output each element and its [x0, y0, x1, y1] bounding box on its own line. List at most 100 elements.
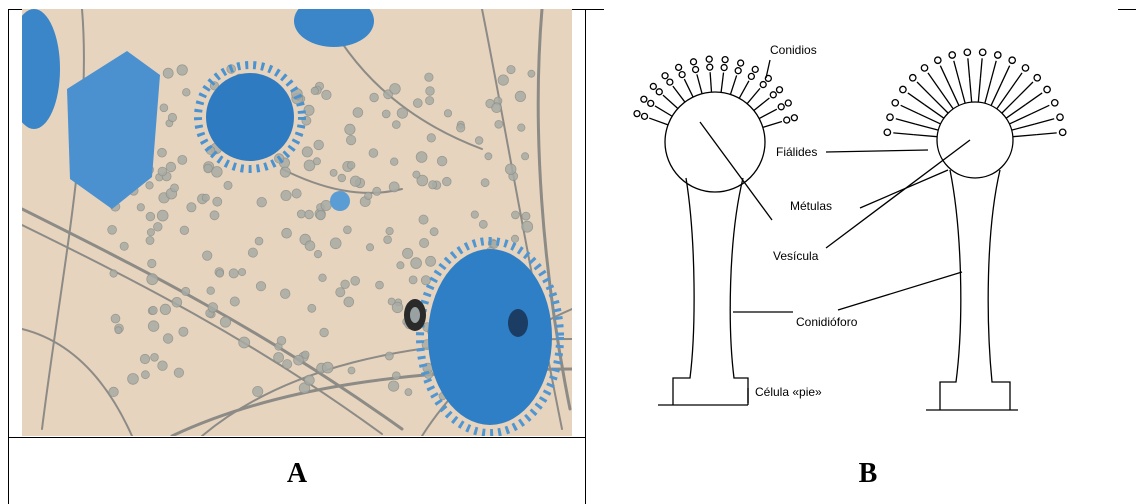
- spore: [120, 242, 128, 250]
- spore: [376, 281, 384, 289]
- spore: [386, 227, 393, 234]
- spore: [426, 87, 435, 96]
- conidium: [721, 65, 727, 71]
- spore: [528, 70, 535, 77]
- spore: [405, 389, 412, 396]
- spore: [348, 367, 355, 374]
- spore: [146, 212, 155, 221]
- metula: [919, 114, 941, 124]
- panel-caption-a: A: [282, 458, 312, 490]
- spore: [224, 181, 232, 189]
- spore: [202, 194, 209, 201]
- spore: [149, 306, 157, 314]
- spore: [141, 371, 149, 379]
- spore: [172, 297, 182, 307]
- spore: [426, 97, 434, 105]
- phialide: [747, 88, 760, 103]
- spore: [204, 164, 213, 173]
- conidium: [1009, 57, 1015, 63]
- conidium: [706, 56, 712, 62]
- conidium: [641, 96, 647, 102]
- phialide: [954, 61, 959, 80]
- spore: [308, 304, 316, 312]
- spore: [210, 211, 219, 220]
- spore: [437, 156, 447, 166]
- conidium: [735, 68, 741, 74]
- panel-caption-b: B: [853, 458, 883, 490]
- spore: [157, 210, 168, 221]
- spore: [230, 297, 239, 306]
- spore: [109, 387, 118, 396]
- conidium: [642, 113, 648, 119]
- spore: [151, 353, 159, 361]
- spore: [344, 297, 354, 307]
- conidium: [964, 49, 970, 55]
- spore: [314, 250, 321, 257]
- spore: [321, 200, 331, 210]
- phialide: [1026, 93, 1042, 104]
- spore: [350, 176, 360, 186]
- spore: [420, 238, 429, 247]
- spore: [427, 134, 435, 142]
- phialide: [697, 74, 702, 93]
- spore: [146, 237, 154, 245]
- spore: [147, 229, 154, 236]
- phialide: [991, 61, 996, 80]
- spore: [397, 262, 404, 269]
- spore: [413, 99, 422, 108]
- spore: [397, 108, 407, 118]
- conidium: [1057, 114, 1063, 120]
- spore: [457, 124, 465, 132]
- spore: [147, 274, 158, 285]
- leader-lines: [700, 60, 970, 403]
- spore: [425, 73, 433, 81]
- spore: [366, 244, 373, 251]
- spore: [178, 155, 187, 164]
- image-caption-separator: [8, 437, 586, 438]
- conidiophore-schematic: Conidios Fiálides Métulas Vesícula Conid…: [598, 30, 1118, 422]
- phialide: [908, 93, 924, 104]
- phialide: [940, 66, 948, 84]
- conidium: [1044, 86, 1050, 92]
- spore: [505, 164, 516, 175]
- spore: [229, 269, 238, 278]
- phialide: [1011, 73, 1022, 89]
- conidium: [752, 66, 758, 72]
- spore: [148, 259, 156, 267]
- metula: [991, 84, 1001, 106]
- conidium: [738, 60, 744, 66]
- conidium: [648, 100, 654, 106]
- spore: [160, 304, 170, 314]
- spore: [390, 158, 398, 166]
- conidium: [667, 79, 673, 85]
- conidium: [693, 67, 699, 73]
- phialide: [896, 119, 915, 124]
- spore: [281, 190, 291, 200]
- conidium: [900, 86, 906, 92]
- spore: [347, 162, 355, 170]
- phialide: [730, 75, 736, 94]
- spore: [485, 153, 492, 160]
- metula: [913, 135, 937, 137]
- label-phialides: Fiálides: [776, 145, 817, 159]
- spore: [481, 179, 489, 187]
- spore: [154, 223, 163, 232]
- conidium: [777, 87, 783, 93]
- conidium: [707, 64, 713, 70]
- spore: [392, 372, 400, 380]
- conidium: [676, 64, 682, 70]
- spore: [216, 270, 224, 278]
- label-metulae: Métulas: [790, 199, 832, 213]
- conidium: [656, 89, 662, 95]
- spore: [507, 66, 515, 74]
- conidium: [1052, 100, 1058, 106]
- conidium: [778, 104, 784, 110]
- spore: [409, 276, 417, 284]
- spore: [297, 210, 305, 218]
- phialide: [901, 105, 919, 113]
- conidium: [785, 100, 791, 106]
- conidium: [921, 65, 927, 71]
- spore: [346, 135, 355, 144]
- spore: [148, 321, 159, 332]
- metula: [978, 78, 980, 102]
